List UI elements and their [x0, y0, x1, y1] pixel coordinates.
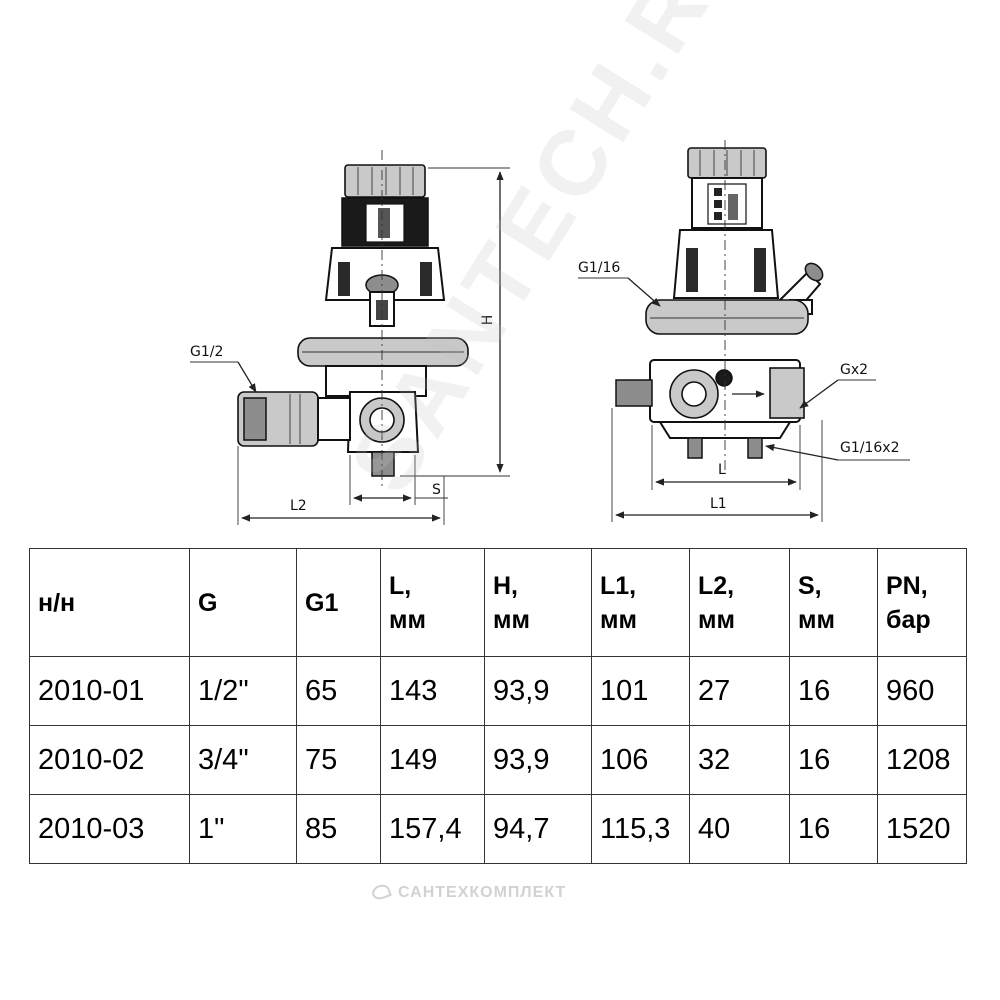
label-g116x2: G1/16x2: [840, 440, 899, 456]
header-cell: н/н: [29, 548, 190, 657]
dim-label-h: H: [480, 315, 496, 326]
table-cell: 1/2": [189, 656, 297, 726]
footer-watermark-text: САНТЕХКОМПЛЕКТ: [398, 884, 567, 901]
dim-label-l2: L2: [290, 498, 307, 514]
left-valve-view: H S L2 G1/2: [190, 150, 510, 525]
table-header-row: н/н G G1 L,мм H,мм L1,мм L2,мм S,мм PN,б…: [29, 548, 967, 657]
table-cell: 149: [380, 725, 485, 795]
table-cell: 16: [789, 794, 878, 864]
table-cell: 101: [591, 656, 690, 726]
table-row: 2010-01 1/2" 65 143 93,9 101 27 16 960: [29, 656, 967, 726]
table-cell: 65: [296, 656, 381, 726]
table-cell: 106: [591, 725, 690, 795]
header-cell: G: [189, 548, 297, 657]
table-cell: 75: [296, 725, 381, 795]
right-valve-view: G1/16 Gx2 G1/16x2 L L1: [578, 140, 910, 522]
table-cell: 960: [877, 656, 967, 726]
header-cell: PN,бар: [877, 548, 967, 657]
header-cell: S,мм: [789, 548, 878, 657]
table-cell: 2010-01: [29, 656, 190, 726]
table-cell: 93,9: [484, 725, 592, 795]
table-row: 2010-02 3/4" 75 149 93,9 106 32 16 1208: [29, 725, 967, 795]
header-cell: L,мм: [380, 548, 485, 657]
table-cell: 143: [380, 656, 485, 726]
table-cell: 93,9: [484, 656, 592, 726]
table-cell: 40: [689, 794, 790, 864]
label-g116: G1/16: [578, 260, 620, 276]
dim-label-l1: L1: [710, 496, 727, 512]
label-g12: G1/2: [190, 344, 223, 360]
footer-watermark: САНТЕХКОМПЛЕКТ: [370, 882, 567, 902]
table-cell: 32: [689, 725, 790, 795]
table-cell: 3/4": [189, 725, 297, 795]
logo-icon: [370, 882, 392, 902]
table-cell: 94,7: [484, 794, 592, 864]
table-cell: 16: [789, 725, 878, 795]
header-cell: H,мм: [484, 548, 592, 657]
dim-label-s: S: [432, 482, 441, 498]
table-cell: 1520: [877, 794, 967, 864]
table-row: 2010-03 1" 85 157,4 94,7 115,3 40 16 152…: [29, 794, 967, 864]
table-cell: 85: [296, 794, 381, 864]
spec-table: н/н G G1 L,мм H,мм L1,мм L2,мм S,мм PN,б…: [29, 548, 967, 864]
label-gx2: Gx2: [840, 362, 868, 378]
table-cell: 115,3: [591, 794, 690, 864]
header-cell: L1,мм: [591, 548, 690, 657]
header-cell: L2,мм: [689, 548, 790, 657]
table-cell: 1": [189, 794, 297, 864]
table-cell: 27: [689, 656, 790, 726]
table-cell: 2010-03: [29, 794, 190, 864]
header-cell: G1: [296, 548, 381, 657]
table-cell: 1208: [877, 725, 967, 795]
table-cell: 2010-02: [29, 725, 190, 795]
dim-label-l: L: [718, 462, 726, 478]
table-cell: 157,4: [380, 794, 485, 864]
technical-drawing: H S L2 G1/2: [190, 140, 910, 525]
table-cell: 16: [789, 656, 878, 726]
